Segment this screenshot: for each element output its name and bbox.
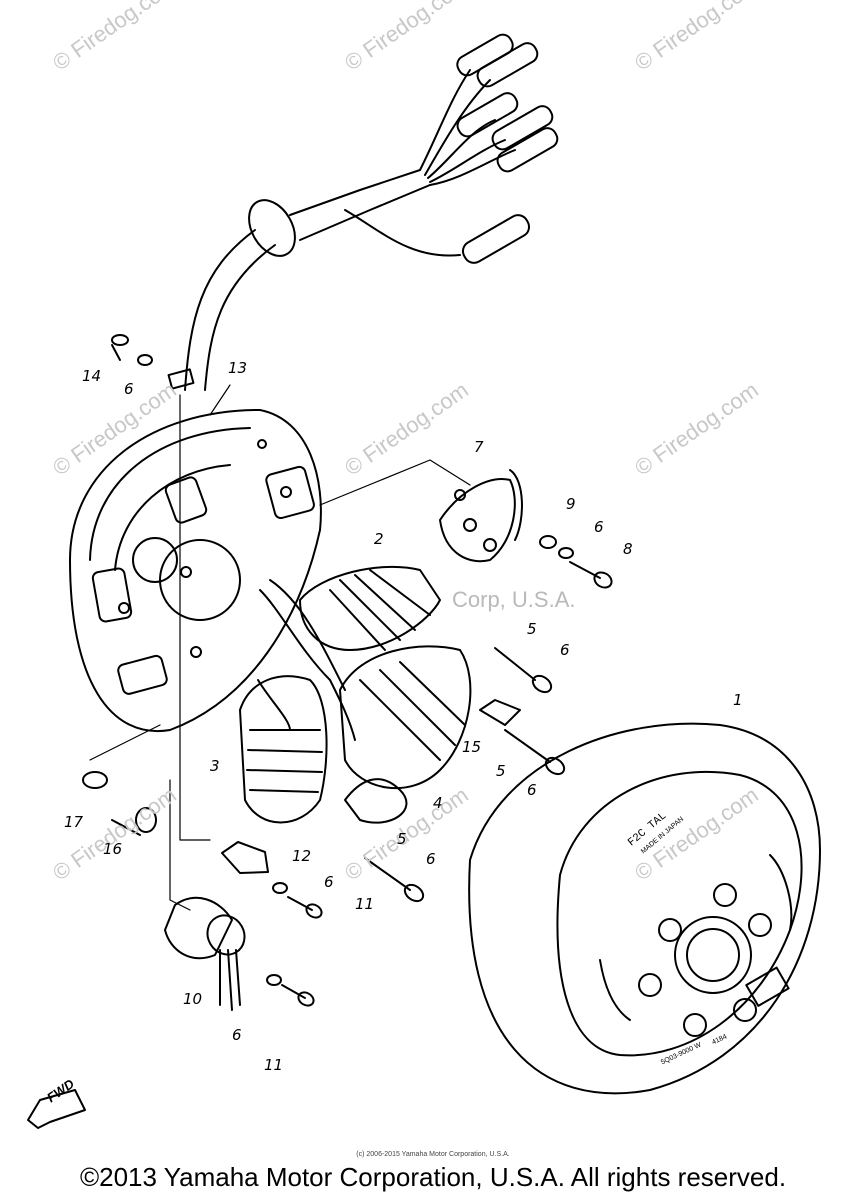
callout-3: 3 <box>210 757 220 775</box>
callout-9: 9 <box>566 495 576 513</box>
wire-harness <box>184 33 559 391</box>
screw-8 <box>569 561 613 589</box>
connector <box>496 127 559 173</box>
callout-8: 8 <box>623 540 633 558</box>
screw-11b <box>281 984 315 1007</box>
connector <box>476 42 539 88</box>
screw-5a <box>494 647 553 694</box>
fine-print: (c) 2006-2015 Yamaha Motor Corporation, … <box>356 1151 510 1158</box>
callout-12: 12 <box>292 847 312 865</box>
watermark: Corp, U.S.A. <box>452 587 576 612</box>
screw-11a <box>287 896 323 919</box>
callout-16: 16 <box>103 840 123 858</box>
screw-5b <box>504 729 566 776</box>
stator-plate <box>69 409 322 733</box>
callout-11: 11 <box>355 895 375 913</box>
screw-14 <box>111 334 129 361</box>
callout-1: 1 <box>733 691 743 709</box>
washer-6 <box>137 354 574 986</box>
callout-6: 6 <box>594 518 604 536</box>
fwd-arrow <box>27 1089 86 1129</box>
callout-6: 6 <box>232 1026 242 1044</box>
washer-17 <box>82 771 108 789</box>
washer-9 <box>539 535 557 549</box>
coil-4 <box>339 645 472 824</box>
callout-2: 2 <box>374 530 384 548</box>
callout-6: 6 <box>560 641 570 659</box>
copyright-notice: ©2013 Yamaha Motor Corporation, U.S.A. A… <box>79 1162 787 1192</box>
callout-5: 5 <box>527 620 537 638</box>
condenser <box>164 896 246 1011</box>
clamp-13 <box>167 368 195 390</box>
callout-6: 6 <box>124 380 134 398</box>
callout-17: 17 <box>64 813 84 831</box>
screw-5c <box>364 857 425 903</box>
screw-16 <box>111 807 157 836</box>
bracket-12 <box>221 841 269 874</box>
callout-10: 10 <box>183 990 203 1008</box>
callout-15: 15 <box>462 738 482 756</box>
callout-5: 5 <box>496 762 506 780</box>
connector <box>456 92 519 138</box>
bracket-15 <box>479 699 521 726</box>
coil-2 <box>259 565 441 741</box>
callout-6: 6 <box>527 781 537 799</box>
callout-6: 6 <box>426 850 436 868</box>
connector <box>461 214 531 264</box>
callout-14: 14 <box>82 367 102 385</box>
flywheel-rotor <box>468 722 821 1095</box>
callout-6: 6 <box>324 873 334 891</box>
callout-5: 5 <box>397 830 407 848</box>
connector <box>456 33 514 77</box>
leader-lines <box>89 384 471 911</box>
connector <box>491 105 554 151</box>
callout-7: 7 <box>474 438 484 456</box>
contact-breaker <box>439 469 523 563</box>
coil-3 <box>239 675 328 824</box>
callout-4: 4 <box>433 794 443 812</box>
callout-11: 11 <box>264 1056 284 1074</box>
callout-13: 13 <box>228 359 248 377</box>
